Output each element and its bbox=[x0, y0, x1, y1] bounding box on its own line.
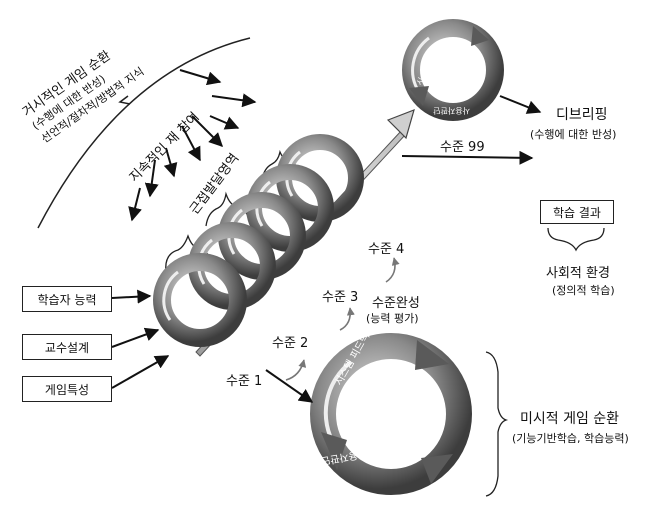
progress-arrowhead bbox=[386, 109, 415, 140]
debrief-user-label: 사용자판단 bbox=[433, 106, 470, 115]
outcome-brace bbox=[547, 227, 605, 252]
arrow-level1-micro bbox=[265, 369, 314, 403]
input-arrows bbox=[111, 289, 170, 389]
level-curl-arrows bbox=[285, 257, 400, 381]
level-complete-title: 수준완성 bbox=[372, 296, 420, 311]
debrief-cycle bbox=[402, 19, 504, 121]
social-env-sub: (정의적 학습) bbox=[552, 284, 615, 297]
level-cycles bbox=[153, 134, 364, 347]
debriefing-title: 디브리핑 bbox=[556, 107, 608, 123]
macro-brace bbox=[37, 37, 251, 229]
macro-arrows bbox=[128, 69, 257, 222]
level-4-label: 수준 4 bbox=[368, 242, 405, 257]
level-2-label: 수준 2 bbox=[272, 336, 309, 351]
arrow-level99 bbox=[401, 150, 534, 165]
micro-brace bbox=[485, 351, 509, 497]
level-3-label: 수준 3 bbox=[322, 290, 359, 305]
micro-cycle-sub: (기능기반학습, 학습능력) bbox=[512, 432, 629, 445]
arrow-debrief bbox=[499, 95, 542, 114]
level-99-label: 수준 99 bbox=[440, 140, 485, 155]
input-box-game: 게임특성 bbox=[22, 376, 112, 402]
social-env-title: 사회적 환경 bbox=[546, 266, 610, 281]
input-box-instruction: 교수설계 bbox=[22, 334, 112, 360]
micro-cycle-title: 미시적 게임 순환 bbox=[520, 411, 620, 427]
micro-cycle bbox=[310, 333, 472, 495]
level-1-label: 수준 1 bbox=[226, 374, 263, 389]
debriefing-sub: (수행에 대한 반성) bbox=[530, 128, 617, 141]
level-complete-sub: (능력 평가) bbox=[366, 312, 419, 325]
input-box-learner: 학습자 능력 bbox=[22, 286, 112, 312]
learning-outcome-box: 학습 결과 bbox=[540, 200, 614, 224]
